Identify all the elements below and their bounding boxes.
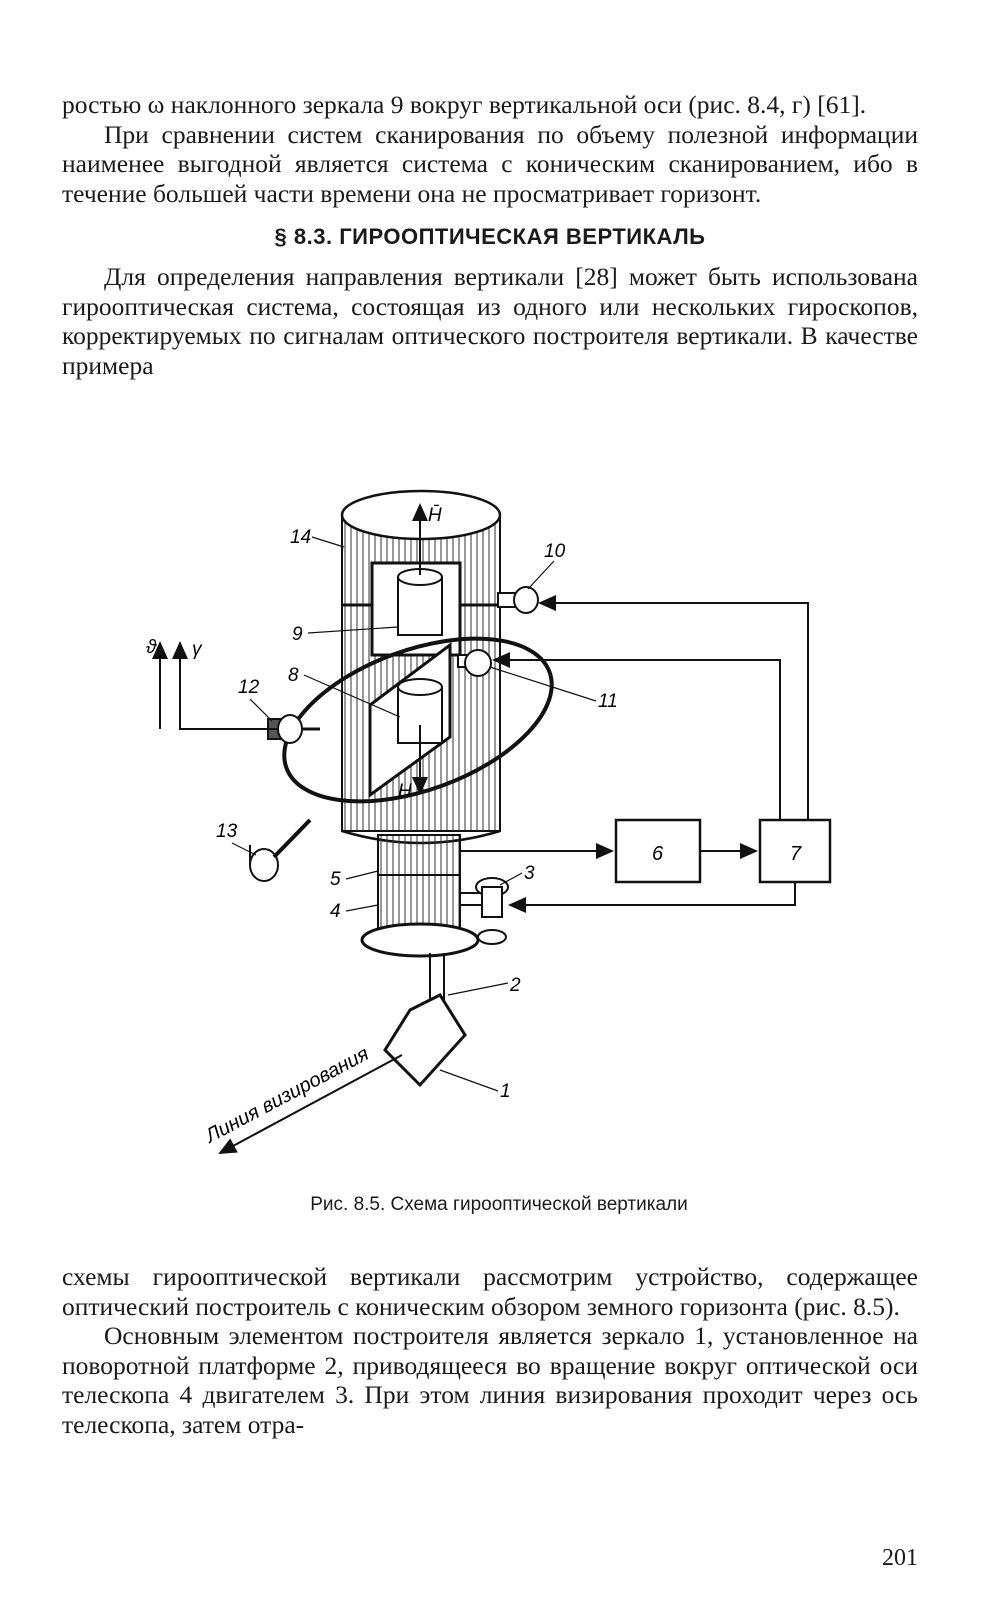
block-6 <box>614 818 702 884</box>
label-H-bottom: H <box>398 781 412 802</box>
label-11: 11 <box>598 691 618 712</box>
diagram-svg: Линия визирования 6 7 14 10 9 8 11 12 13… <box>146 489 832 1154</box>
label-9: 9 <box>292 624 303 645</box>
section-heading: § 8.3. ГИРООПТИЧЕСКАЯ ВЕРТИКАЛЬ <box>274 224 706 249</box>
signal-lines <box>152 595 809 913</box>
top-text: ростью ω наклонного зеркала 9 вокруг вер… <box>62 90 918 380</box>
leader-lines <box>231 536 597 1092</box>
page-number: 201 <box>882 1545 918 1571</box>
figure-caption: Рис. 8.5. Схема гирооптической вертикали <box>310 1194 688 1215</box>
gyro-vertical-diagram: Линия визирования 6 7 14 10 9 8 11 12 13… <box>120 475 840 1195</box>
label-5: 5 <box>330 869 341 890</box>
paragraph-continuation: ростью ω наклонного зеркала 9 вокруг вер… <box>62 90 867 119</box>
label-12: 12 <box>238 677 260 698</box>
label-4: 4 <box>330 901 341 922</box>
label-3: 3 <box>524 863 535 884</box>
block-7 <box>758 818 832 884</box>
paragraph-scanning-comparison: При сравнении систем сканирования по объ… <box>62 119 918 208</box>
motor-13 <box>249 818 312 882</box>
motor-11 <box>457 649 492 677</box>
label-8: 8 <box>288 665 299 686</box>
label-2: 2 <box>509 975 521 996</box>
label-10: 10 <box>544 541 566 562</box>
label-1: 1 <box>500 1081 511 1102</box>
telescope <box>360 834 480 1015</box>
motor-10 <box>497 586 539 614</box>
motor-3 <box>459 877 509 945</box>
block-6-label: 6 <box>652 843 664 865</box>
block-7-label: 7 <box>790 843 802 865</box>
line-of-sight-arrow <box>218 1054 403 1154</box>
gimbal-ring <box>282 636 554 804</box>
label-14: 14 <box>290 527 311 548</box>
label-H-top: H̄ <box>428 505 442 526</box>
paragraph-mirror: Основным элементом построителя является … <box>62 1321 918 1439</box>
paragraph-device: схемы гирооптической вертикали рассмотри… <box>62 1262 918 1321</box>
motor-12 <box>267 714 320 744</box>
line-of-sight-label: Линия визирования <box>200 1043 373 1149</box>
bottom-text: схемы гирооптической вертикали рассмотри… <box>62 1262 918 1439</box>
label-theta: ϑ <box>146 637 157 658</box>
gyro-8 <box>368 642 452 798</box>
label-gamma: γ <box>192 639 203 660</box>
label-13: 13 <box>216 821 238 842</box>
paragraph-intro: Для определения направления вертикали [2… <box>62 262 918 380</box>
mirror-1 <box>383 993 467 1088</box>
